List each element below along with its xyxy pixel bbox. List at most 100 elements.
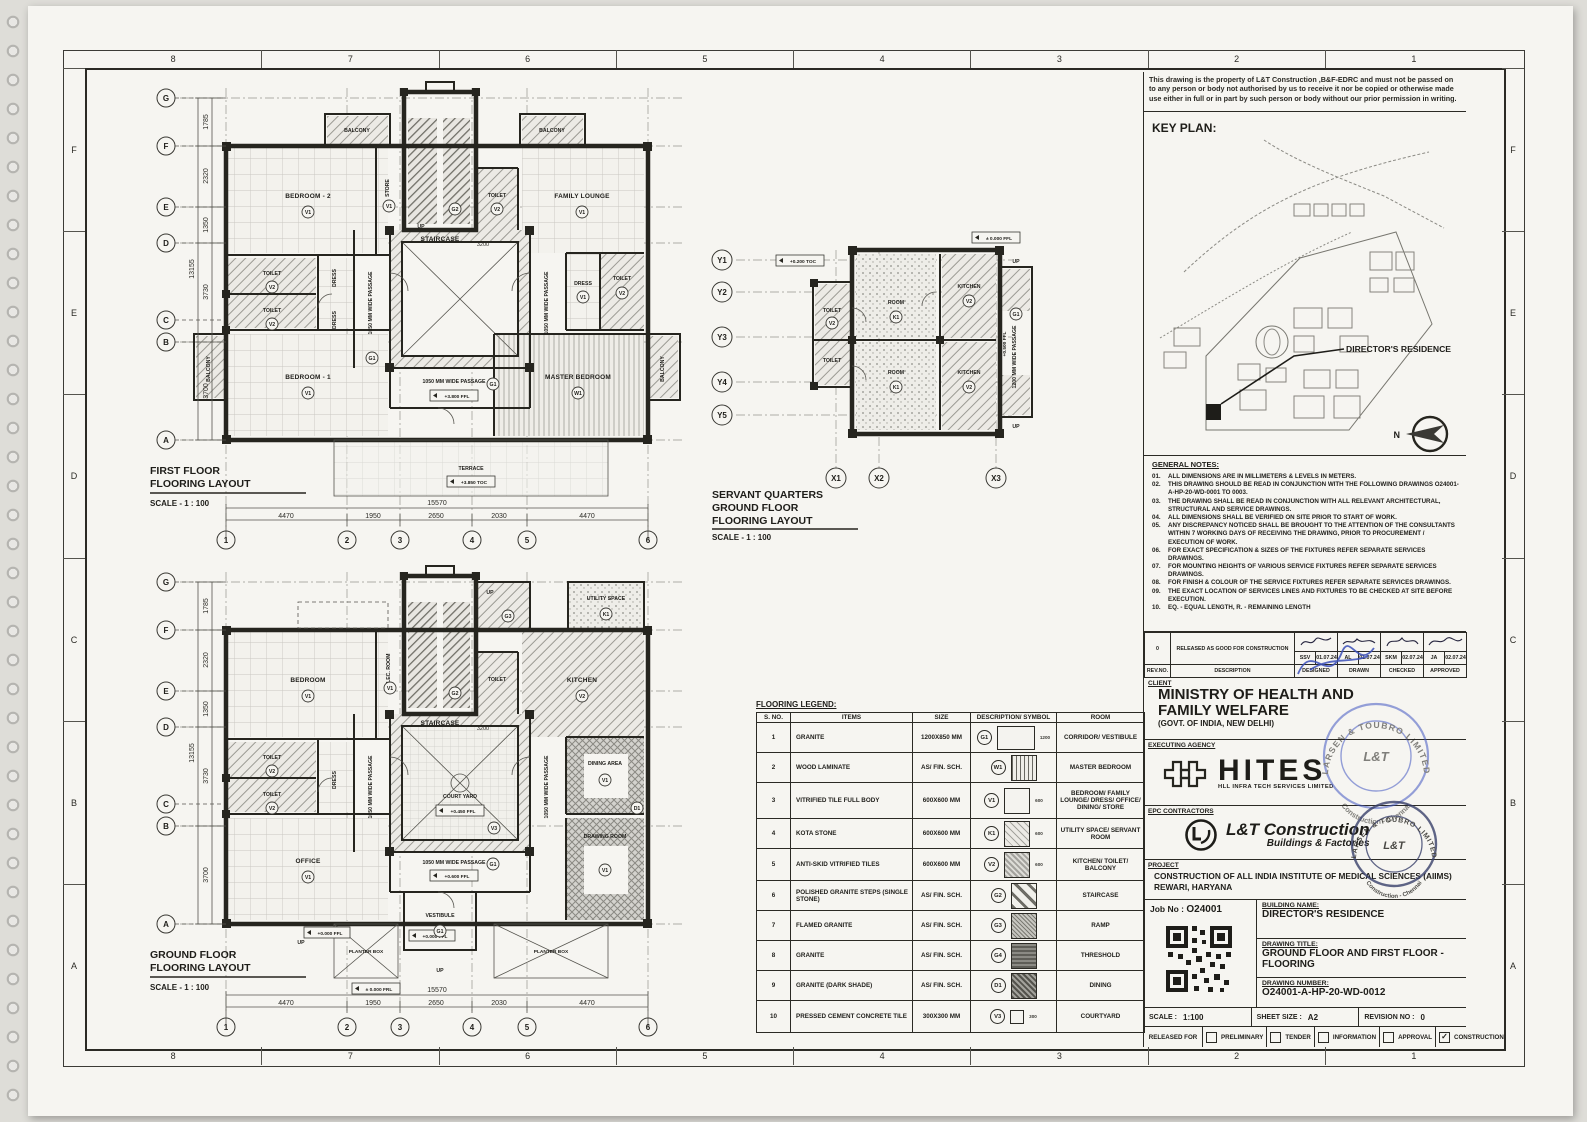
drawing-number: O24001-A-HP-20-WD-0012 — [1262, 987, 1386, 998]
zone-label: 3 — [970, 1047, 1147, 1065]
finish-swatch — [996, 725, 1035, 750]
finish-code: V1 — [387, 686, 393, 692]
room-label: TOILET — [263, 271, 282, 277]
room-label: TOILET — [263, 792, 282, 798]
room-label: DRESS — [332, 311, 338, 329]
grid-bubble: G — [163, 578, 169, 587]
dim-label: 4470 — [579, 513, 595, 520]
dim-label: 1785 — [203, 598, 210, 614]
lnt-logo-icon — [1185, 819, 1217, 851]
finish-code: V1 — [305, 210, 311, 216]
room-label: DINING AREA — [588, 761, 622, 767]
finish-code: G1 — [490, 382, 497, 388]
finish-code: V2 — [269, 285, 275, 291]
room-label: STORE — [385, 179, 391, 197]
room-label: TOILET — [823, 308, 842, 314]
finish-code: G3 — [505, 614, 512, 620]
dimensions-left: 1785 2320 1350 3730 3700 13155 — [189, 97, 226, 441]
zone-strip-bottom: 8 7 6 5 4 3 2 1 — [85, 1047, 1502, 1065]
general-notes-title: GENERAL NOTES: — [1152, 460, 1219, 469]
dim-label: 13155 — [189, 259, 196, 279]
grid-bubble: 3 — [398, 536, 403, 545]
room-label: UP — [486, 590, 494, 596]
grid-bubble: G — [163, 94, 169, 103]
level-label: ± 0.000 FFL — [986, 236, 1012, 242]
finish-code-chip: V1 — [984, 793, 1000, 808]
grid-bubble: F — [164, 142, 169, 151]
grid-bubble: A — [163, 920, 169, 929]
grid-bubble: B — [163, 822, 169, 831]
note-item: 04.ALL DIMENSIONS SHALL BE VERIFIED ON S… — [1152, 513, 1397, 521]
handwritten-signature — [1297, 645, 1375, 675]
note-item: 03.THE DRAWING SHALL BE READ IN CONJUNCT… — [1152, 497, 1441, 513]
room-label: UP — [1012, 424, 1020, 430]
dim-label: 1350 — [203, 217, 210, 233]
svg-text:LARSEN & TOUBRO LIMITED: LARSEN & TOUBRO LIMITED — [1320, 720, 1432, 775]
zone-label: 2 — [1147, 1047, 1325, 1065]
checkbox-construction-checked: ✓ — [1438, 1031, 1450, 1043]
svg-text:L&T: L&T — [1383, 840, 1406, 852]
dim-label: 2320 — [203, 652, 210, 668]
client-sub: (GOVT. OF INDIA, NEW DELHI) — [1158, 719, 1274, 729]
finish-swatch — [1010, 754, 1037, 781]
plan-title: GROUND FLOOR FLOORING LAYOUT SCALE - 1 :… — [150, 949, 306, 992]
dim-label: 1950 — [365, 513, 381, 520]
stamps-overlay: LARSEN & TOUBRO LIMITED Construction - C… — [1297, 645, 1438, 900]
dim-label: 4470 — [278, 1000, 294, 1007]
plan-title: SERVANT QUARTERS GROUND FLOOR FLOORING L… — [712, 489, 858, 542]
grid-bubble: Y3 — [717, 333, 727, 342]
building-name: DIRECTOR'S RESIDENCE — [1262, 909, 1385, 920]
finish-code: G2 — [452, 691, 459, 697]
option-preliminary: PRELIMINARY — [1202, 1027, 1266, 1047]
finish-code: K1 — [893, 385, 900, 391]
zone-label: 3 — [970, 50, 1147, 68]
dim-label: 1950 — [365, 1000, 381, 1007]
room-label: BALCONY — [539, 128, 565, 134]
finish-code: G1 — [490, 862, 497, 868]
finish-code: G2 — [452, 207, 459, 213]
col-header: ITEMS — [790, 712, 913, 723]
epc-subtitle: Buildings & Factories — [1266, 838, 1370, 849]
drawing-title-label: DRAWING TITLE: — [1262, 941, 1318, 948]
grid-bubbles: Y1 Y2 Y3 Y4 Y5 X1 X2 X3 — [711, 249, 1007, 489]
note-item: 09.THE EXACT LOCATION OF SERVICES LINES … — [1152, 587, 1453, 603]
finish-swatch — [1010, 942, 1037, 969]
option-approval: APPROVAL — [1379, 1027, 1435, 1047]
zone-label: E — [63, 231, 85, 394]
zone-strip-left: F E D C B A — [63, 68, 85, 1047]
grid-bubble: 1 — [224, 1023, 229, 1032]
grid-bubble: D — [163, 239, 169, 248]
client-block: CLIENT MINISTRY OF HEALTH AND FAMILY WEL… — [1144, 678, 1466, 740]
zone-label: 4 — [793, 50, 970, 68]
qr-code — [1164, 924, 1234, 994]
note-item: 10.EQ. - EQUAL LENGTH, R. - REMAINING LE… — [1152, 604, 1311, 611]
level-label: +0.000 FFL — [423, 934, 448, 940]
zone-label: 6 — [438, 1047, 616, 1065]
zone-label: 6 — [438, 50, 616, 68]
grid-bubble: 6 — [646, 536, 651, 545]
grid-bubble: C — [163, 316, 169, 325]
note-item: 05.ANY DISCREPANCY NOTICED SHALL BE BROU… — [1152, 522, 1455, 546]
room-label: DRAWING ROOM — [584, 834, 627, 840]
finish-code: V2 — [966, 299, 972, 305]
grid-bubble: 5 — [525, 1023, 530, 1032]
finish-swatch — [1004, 851, 1031, 878]
grid-bubble: Y4 — [717, 378, 727, 387]
level-markers: +3.800 FFL +3.850 TOC — [429, 389, 496, 488]
dim-label: 2030 — [491, 513, 507, 520]
building-name-label: BUILDING NAME: — [1262, 902, 1320, 909]
room-label: OFFICE — [295, 858, 320, 865]
north-label: N — [1394, 430, 1401, 440]
plan-title-line: GROUND FLOOR — [712, 502, 799, 514]
finish-markers: V1 V1 V1 V1 V1 V2 V2 V2 V2 W1 G2 G1 G1 — [265, 199, 629, 400]
project-block: PROJECT CONSTRUCTION OF ALL INDIA INSTIT… — [1144, 860, 1466, 900]
key-plan-callout: DIRECTOR'S RESIDENCE — [1346, 344, 1451, 354]
finish-code: V1 — [386, 204, 392, 210]
room-label: UP — [297, 940, 305, 946]
